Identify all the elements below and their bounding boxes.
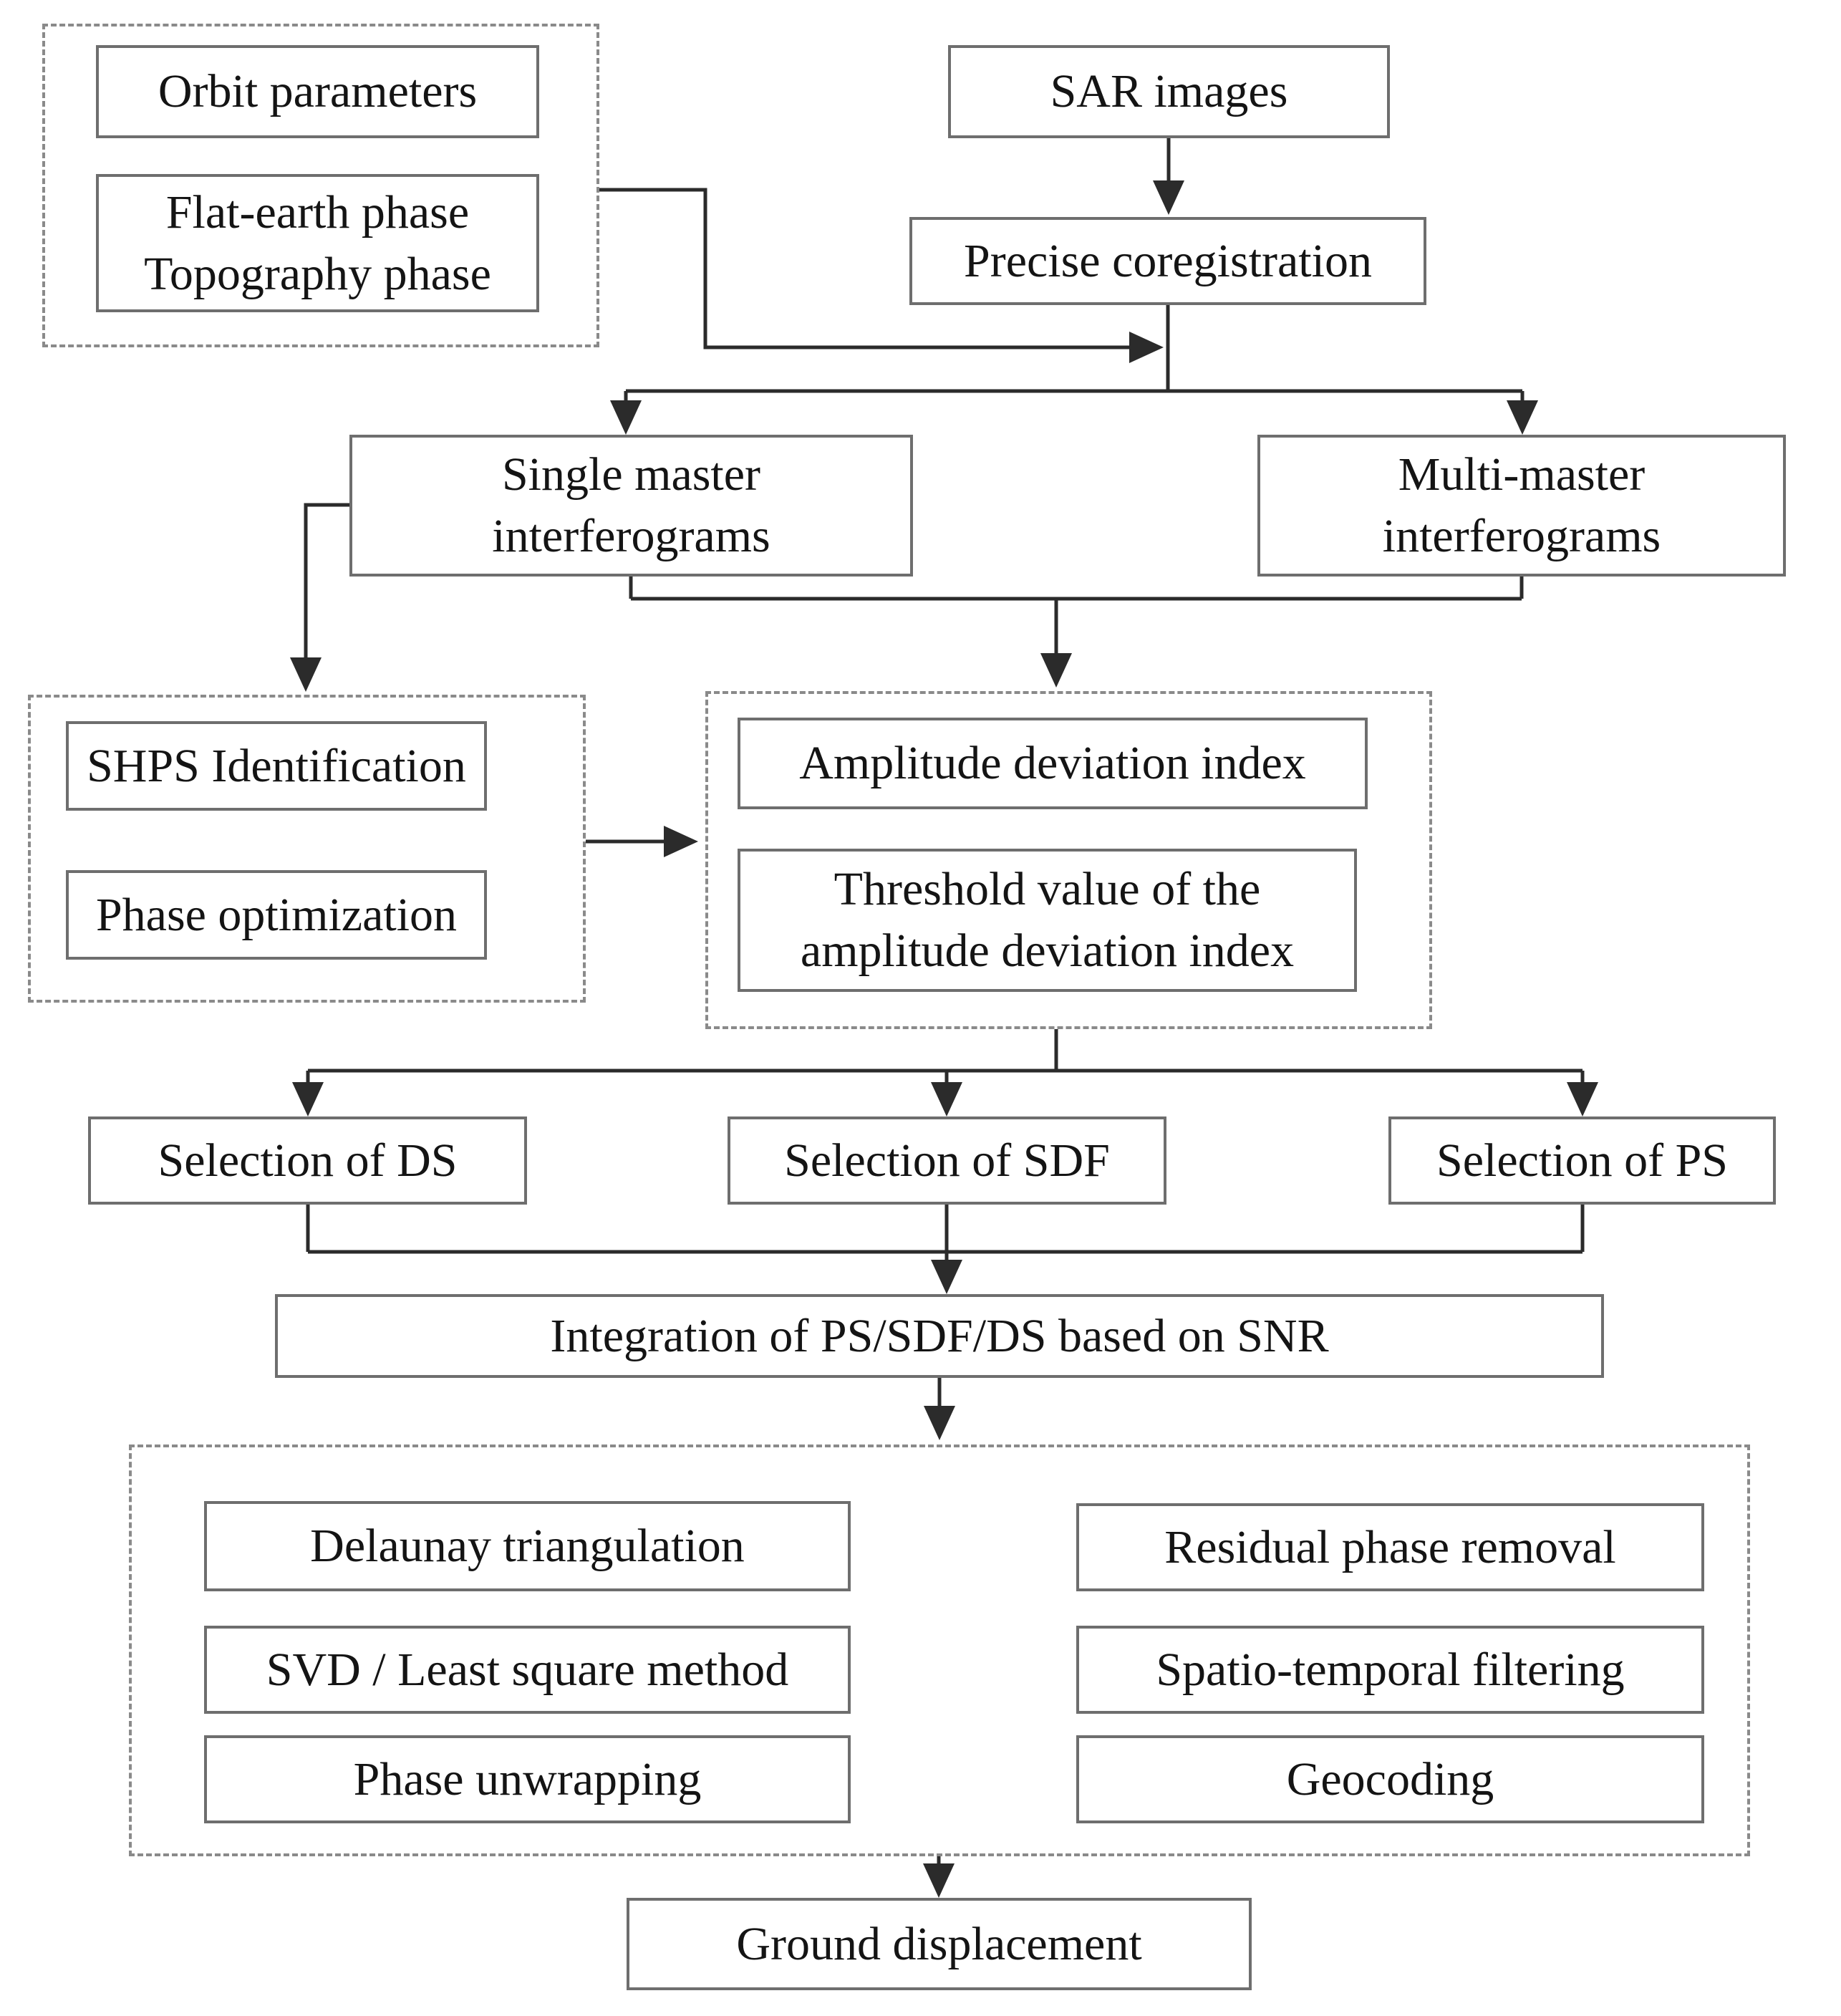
node-phase-unwrapping-label: Phase unwrapping — [353, 1752, 702, 1805]
node-threshold-line1: Threshold value of the — [833, 863, 1261, 916]
node-selection-of-ps: Selection of PS — [1388, 1116, 1776, 1205]
node-sar-images: SAR images — [948, 45, 1390, 138]
node-delaunay-triangulation: Delaunay triangulation — [204, 1501, 851, 1591]
arrowhead-sar-to-precise — [1153, 180, 1184, 215]
node-multi-master-line1: Multi-master — [1398, 448, 1646, 501]
arrowhead-into-shps-group — [290, 657, 322, 692]
node-integration-snr: Integration of PS/SDF/DS based on SNR — [275, 1294, 1604, 1378]
arrowhead-into-ground — [923, 1863, 955, 1898]
node-phase-optimization: Phase optimization — [66, 870, 487, 960]
node-single-master-line1: Single master — [501, 448, 761, 501]
connector-single-to-shps — [304, 503, 349, 657]
node-residual-phase-removal-label: Residual phase removal — [1164, 1520, 1616, 1573]
node-shps-identification: SHPS Identification — [66, 721, 487, 811]
arrowhead-into-sel-ps — [1567, 1082, 1598, 1116]
node-sar-images-label: SAR images — [1050, 65, 1288, 118]
node-geocoding: Geocoding — [1076, 1735, 1704, 1823]
node-ground-displacement-label: Ground displacement — [736, 1917, 1142, 1970]
node-single-master-interferograms: Single master interferograms — [349, 435, 913, 577]
node-spatio-temporal-filtering: Spatio-temporal filtering — [1076, 1626, 1704, 1714]
node-spatio-temporal-filtering-label: Spatio-temporal filtering — [1156, 1643, 1625, 1696]
arrowhead-shps-to-amplitude — [664, 826, 698, 857]
arrowhead-into-processing-group — [924, 1406, 955, 1440]
node-single-master-line2: interferograms — [492, 510, 770, 562]
arrowhead-into-amplitude-group — [1040, 653, 1072, 688]
node-amplitude-deviation-index: Amplitude deviation index — [738, 718, 1368, 809]
arrowhead-into-multi-master — [1507, 400, 1538, 435]
node-selection-of-ps-label: Selection of PS — [1436, 1134, 1728, 1187]
node-precise-coregistration-label: Precise coregistration — [964, 234, 1372, 287]
node-delaunay-triangulation-label: Delaunay triangulation — [310, 1520, 745, 1573]
node-residual-phase-removal: Residual phase removal — [1076, 1503, 1704, 1591]
node-selection-of-ds-label: Selection of DS — [158, 1134, 458, 1187]
node-multi-master-interferograms: Multi-master interferograms — [1257, 435, 1786, 577]
node-selection-of-sdf-label: Selection of SDF — [784, 1134, 1110, 1187]
node-phase-unwrapping: Phase unwrapping — [204, 1735, 851, 1823]
node-threshold-value: Threshold value of the amplitude deviati… — [738, 849, 1357, 992]
node-orbit-parameters-label: Orbit parameters — [158, 65, 478, 118]
node-selection-of-ds: Selection of DS — [88, 1116, 527, 1205]
arrowhead-into-single-master — [610, 400, 642, 435]
arrowhead-into-sel-ds — [292, 1082, 324, 1116]
group-amplitude-deviation — [705, 691, 1432, 1029]
arrowhead-into-sel-sdf — [931, 1082, 962, 1116]
group-orbit-topography — [42, 24, 599, 347]
node-orbit-parameters: Orbit parameters — [96, 45, 539, 138]
node-phase-optimization-label: Phase optimization — [95, 888, 458, 941]
node-flat-earth-topography: Flat-earth phase Topography phase — [96, 174, 539, 312]
group-shps-phase-optimization — [28, 695, 586, 1003]
node-selection-of-sdf: Selection of SDF — [728, 1116, 1166, 1205]
node-geocoding-label: Geocoding — [1286, 1752, 1494, 1805]
node-integration-snr-label: Integration of PS/SDF/DS based on SNR — [550, 1309, 1329, 1362]
arrowhead-into-integration — [931, 1260, 962, 1294]
group-network-processing — [129, 1445, 1750, 1856]
node-svd-least-square-label: SVD / Least square method — [266, 1643, 789, 1696]
node-flat-earth-line2: Topography phase — [144, 247, 491, 300]
node-precise-coregistration: Precise coregistration — [909, 217, 1426, 305]
node-ground-displacement: Ground displacement — [627, 1898, 1252, 1990]
node-multi-master-line2: interferograms — [1382, 510, 1661, 562]
node-threshold-line2: amplitude deviation index — [800, 925, 1295, 977]
node-amplitude-deviation-index-label: Amplitude deviation index — [799, 737, 1306, 790]
node-svd-least-square: SVD / Least square method — [204, 1626, 851, 1714]
node-flat-earth-line1: Flat-earth phase — [165, 185, 470, 238]
arrowhead-flatearth-to-junction — [1129, 332, 1164, 363]
node-shps-identification-label: SHPS Identification — [87, 739, 466, 792]
